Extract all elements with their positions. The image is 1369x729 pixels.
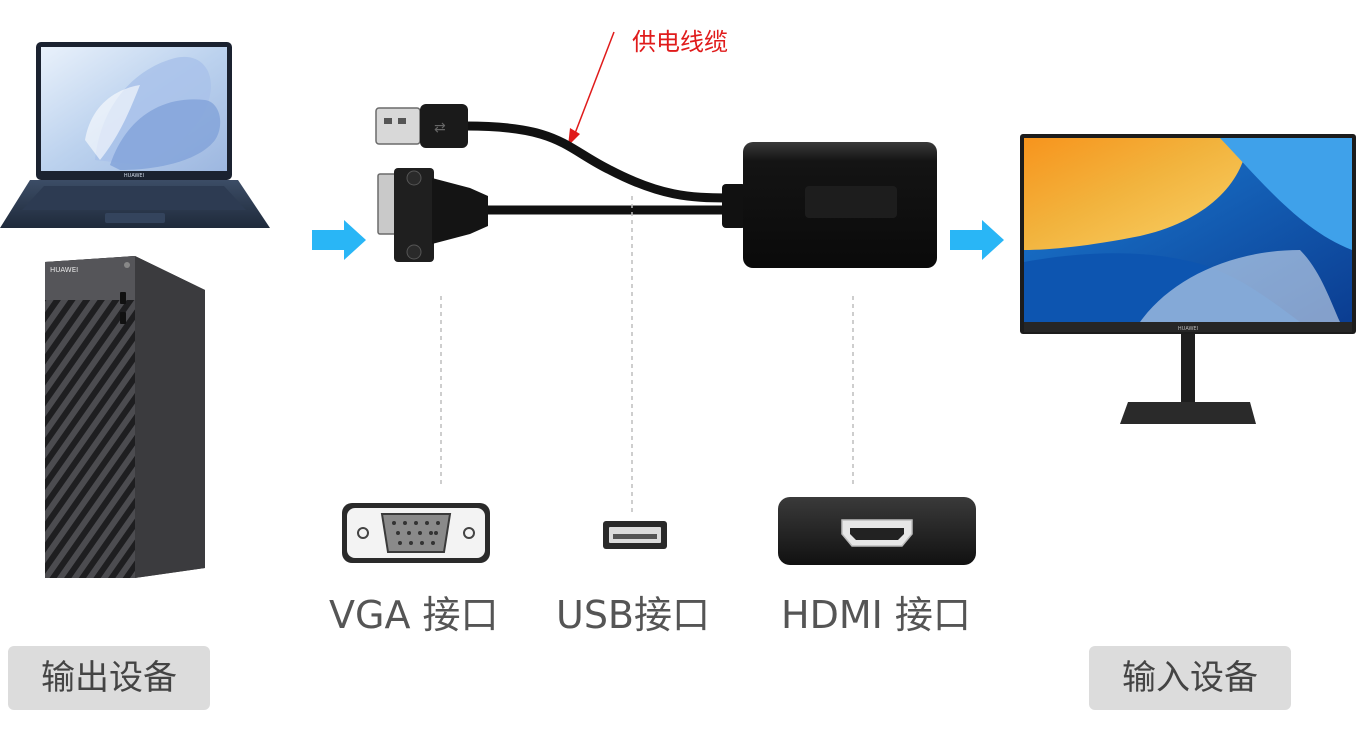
vga-plug-flange [394,168,434,262]
usb-power-cable [461,121,733,203]
usb-plug-hole [398,118,406,124]
tower-brand: HUAWEI [50,266,78,274]
vga-thumb-screw [406,244,422,260]
adapter-strain-relief [722,184,746,228]
vga-plug-pins [377,173,397,235]
hdmi-adapter [722,142,937,268]
hdmi-port-cavity [850,528,904,540]
vga-port-label: VGA 接口 [329,593,499,637]
monitor-brand: HUAWEI [1178,326,1198,332]
usb-port-icon [603,521,667,549]
monitor: HUAWEI [1020,134,1356,424]
vga-plug-housing [432,178,488,244]
usb-plug-housing [420,104,468,148]
output-device-label: 输出设备 [8,646,210,710]
tower-usb-port [120,312,126,324]
vga-plug [377,168,488,262]
pointer-line [573,31,615,137]
usb-port-label: USB接口 [556,593,711,637]
usb-plug: ⇄ [375,104,468,148]
tower-side [135,256,205,578]
right-arrow-icon [312,220,366,260]
laptop-brand: HUAWEI [124,173,144,179]
monitor-chin [1024,322,1352,332]
power-cable-label: 供电线缆 [632,28,728,56]
red-pointer-arrow-icon [568,128,580,146]
monitor-wallpaper-sky [1024,138,1248,250]
vga-screw-hole [357,527,369,539]
usb-symbol-icon: ⇄ [434,120,446,136]
monitor-stand-neck [1181,334,1195,404]
monitor-stand-base [1120,402,1256,424]
tower-power-button [124,262,130,268]
usb-plug-metal [375,107,421,145]
vga-d-sub-shell [380,513,452,553]
laptop-wallpaper-petal [110,99,221,170]
laptop-wallpaper-petal [85,85,140,160]
desktop-tower: HUAWEI [45,256,205,578]
laptop-keyboard [22,186,246,210]
vga-screw-hole [463,527,475,539]
monitor-wallpaper-highlight [1140,250,1340,322]
tower-usb-port [120,292,126,304]
adapter-logo-area [805,186,897,218]
tower-top-panel [45,256,135,300]
laptop: HUAWEI [0,42,270,228]
tower-front-panel [45,256,135,578]
laptop-trackpad [105,213,165,223]
vga-port-icon [342,503,490,563]
hdmi-port-label: HDMI 接口 [781,593,971,637]
hdmi-port-icon [778,497,976,565]
usb-port-tongue [613,534,657,539]
right-arrow-icon [950,220,1004,260]
usb-plug-hole [384,118,392,124]
monitor-wallpaper-wave [1220,138,1352,250]
vga-thumb-screw [406,170,422,186]
input-device-label: 输入设备 [1089,646,1291,710]
vga-pins [392,521,440,545]
